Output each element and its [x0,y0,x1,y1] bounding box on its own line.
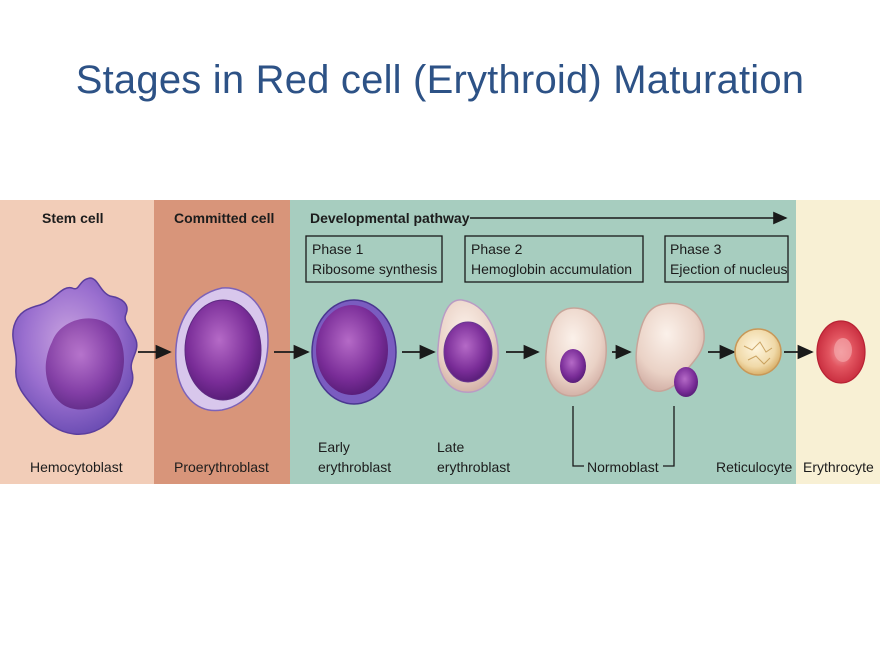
early-erythroblast-label-2: erythroblast [318,459,391,475]
reticulocyte-label: Reticulocyte [716,459,792,475]
phase-2-desc: Hemoglobin accumulation [471,261,632,277]
proerythroblast-label: Proerythroblast [174,459,269,475]
early-erythroblast-cell [311,299,397,405]
phase-1-desc: Ribosome synthesis [312,261,437,277]
reticulocyte-cell [734,328,782,376]
normoblast-bracket [572,406,675,467]
pathway-header: Developmental pathway [310,210,470,226]
phase-3-desc: Ejection of nucleus [670,261,788,277]
late-erythroblast-label-1: Late [437,439,464,455]
phase-3-name: Phase 3 [670,241,722,257]
hemocytoblast-label: Hemocytoblast [30,459,123,475]
late-erythroblast-label-2: erythroblast [437,459,510,475]
phase-1-name: Phase 1 [312,241,364,257]
proerythroblast-cell [175,287,269,412]
hemocytoblast-cell [12,277,138,435]
phase-1-box: Phase 1 Ribosome synthesis [305,235,443,283]
late-erythroblast-cell [437,299,499,393]
phase-2-box: Phase 2 Hemoglobin accumulation [464,235,644,283]
phase-2-name: Phase 2 [471,241,523,257]
maturation-figure: Stem cell Committed cell Developmental p… [0,200,880,484]
committed-cell-header: Committed cell [174,210,274,226]
normoblast-label: Normoblast [587,459,659,475]
phase-3-box: Phase 3 Ejection of nucleus [664,235,789,283]
early-erythroblast-label-1: Early [318,439,350,455]
erythrocyte-label: Erythrocyte [803,459,874,475]
maturation-diagram: Stem cell Committed cell Developmental p… [0,200,880,484]
normoblast-cell-2 [635,302,705,397]
normoblast-cell-1 [545,307,607,397]
page-title: Stages in Red cell (Erythroid) Maturatio… [75,58,805,102]
erythrocyte-cell [816,320,866,384]
stem-cell-header: Stem cell [42,210,103,226]
